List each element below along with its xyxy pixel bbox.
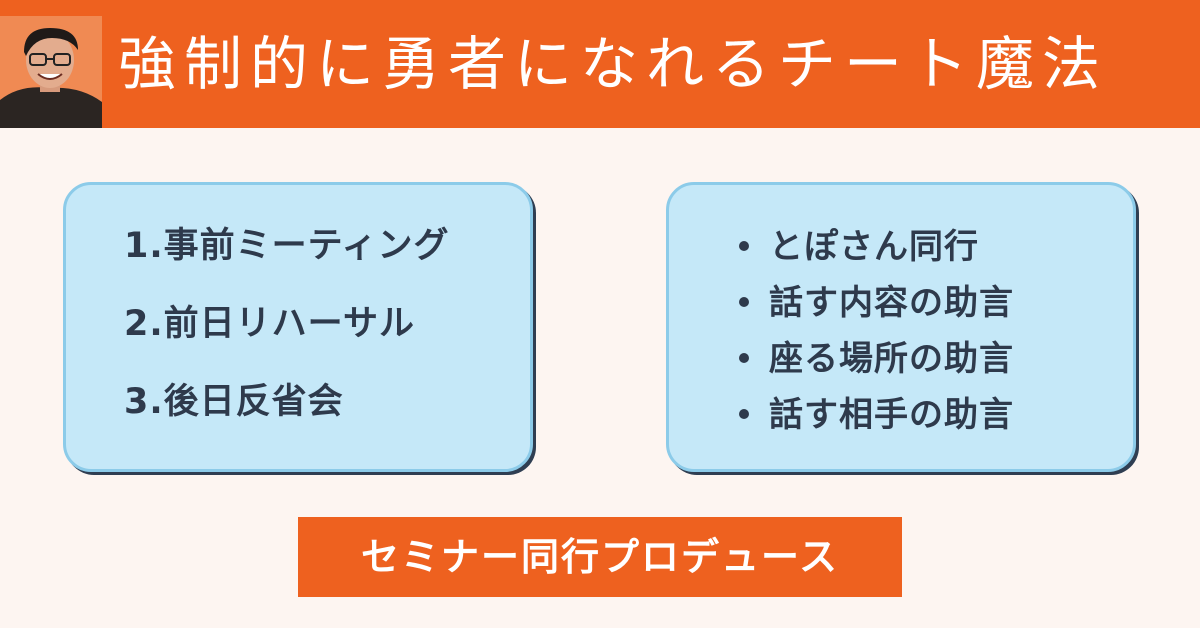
steps-list: 1.事前ミーティング 2.前日リハーサル 3.後日反省会 bbox=[124, 215, 450, 449]
page-title: 強制的に勇者になれるチート魔法 bbox=[118, 30, 1109, 98]
header-banner: 強制的に勇者になれるチート魔法 bbox=[0, 0, 1200, 128]
list-item-label: 座る場所の助言 bbox=[769, 339, 1014, 379]
benefits-card: とぽさん同行 話す内容の助言 座る場所の助言 話す相手の助言 bbox=[666, 182, 1136, 472]
list-item: 3.後日反省会 bbox=[124, 382, 344, 422]
list-item-label: 話す相手の助言 bbox=[769, 395, 1014, 435]
bullet-icon bbox=[739, 240, 749, 251]
list-item: 1.事前ミーティング bbox=[124, 226, 450, 266]
bullet-icon bbox=[739, 296, 749, 307]
bullet-icon bbox=[739, 352, 749, 363]
list-item-label: 話す内容の助言 bbox=[769, 283, 1014, 323]
list-item: 話す内容の助言 bbox=[739, 275, 1014, 331]
list-item: 座る場所の助言 bbox=[739, 331, 1014, 387]
list-item: 話す相手の助言 bbox=[739, 387, 1014, 443]
list-item: 2.前日リハーサル bbox=[124, 304, 415, 344]
bullet-icon bbox=[739, 408, 749, 419]
avatar-illustration bbox=[0, 16, 102, 128]
person-photo-icon bbox=[0, 16, 102, 128]
list-item: とぽさん同行 bbox=[739, 219, 1014, 275]
benefits-list: とぽさん同行 話す内容の助言 座る場所の助言 話す相手の助言 bbox=[739, 219, 1014, 443]
list-item-label: とぽさん同行 bbox=[769, 227, 979, 267]
service-badge: セミナー同行プロデュース bbox=[298, 517, 902, 597]
steps-card: 1.事前ミーティング 2.前日リハーサル 3.後日反省会 bbox=[63, 182, 533, 472]
